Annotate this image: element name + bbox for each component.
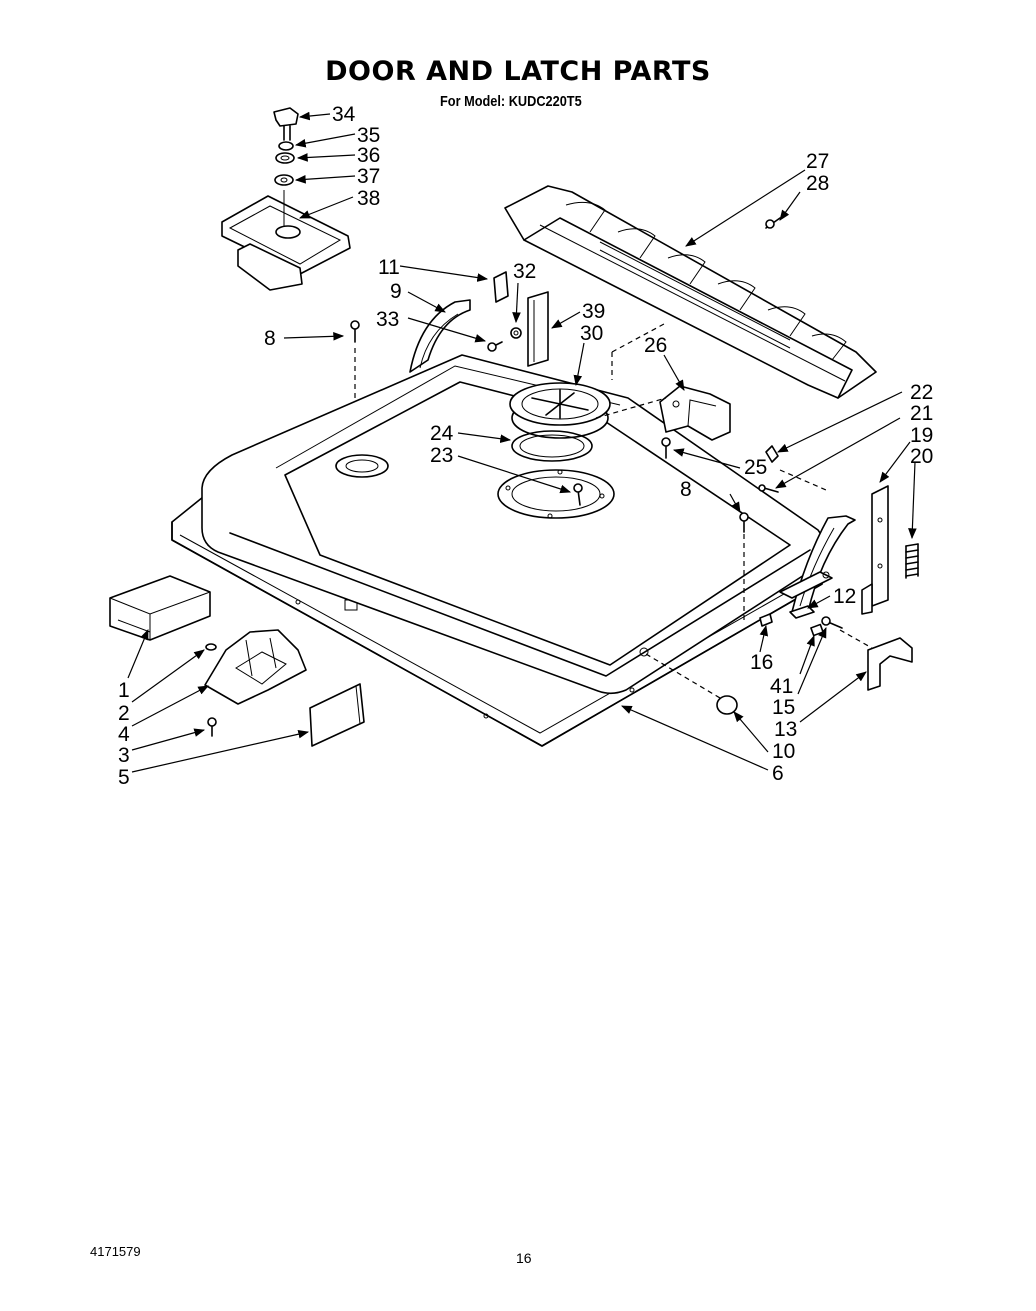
page-title: DOOR AND LATCH PARTS — [325, 56, 711, 87]
page-number: 16 — [516, 1250, 532, 1266]
callout-4: 4 — [118, 723, 130, 746]
hinge-assembly-4 — [204, 629, 307, 705]
callout-26: 26 — [644, 334, 667, 357]
clip-41 — [810, 623, 824, 637]
callout-28: 28 — [806, 172, 829, 195]
callout-39: 39 — [582, 300, 605, 323]
assembly-lines — [354, 323, 873, 699]
callout-22: 22 — [910, 381, 933, 404]
mounting-ring-23 — [497, 469, 615, 519]
screw-25 — [661, 437, 671, 459]
callout-6: 6 — [772, 762, 784, 785]
screw-21 — [758, 484, 779, 493]
washer-37 — [274, 174, 294, 186]
gasket-24 — [511, 430, 593, 462]
screw-8-right — [739, 512, 749, 533]
latch-cam-26 — [659, 385, 731, 441]
callout-19: 19 — [910, 424, 933, 447]
callout-25: 25 — [744, 456, 767, 479]
bracket-39 — [527, 291, 549, 367]
callout-9: 9 — [390, 280, 402, 303]
callout-32: 32 — [513, 260, 536, 283]
right-hinge-arm — [779, 515, 856, 613]
callout-30: 30 — [580, 322, 603, 345]
washer-2 — [205, 643, 217, 651]
spring-36 — [275, 152, 295, 164]
callout-10: 10 — [772, 740, 795, 763]
latch-bracket-19 — [861, 485, 889, 615]
vent-cover — [504, 185, 877, 399]
callout-15: 15 — [772, 696, 795, 719]
callout-20: 20 — [910, 445, 933, 468]
callout-41: 41 — [770, 675, 793, 698]
screw-8-left — [350, 320, 360, 343]
callout-13: 13 — [774, 718, 797, 741]
screw-33 — [487, 341, 503, 352]
callout-38: 38 — [357, 187, 380, 210]
screw-28 — [765, 217, 781, 229]
hinge-cover-1 — [109, 575, 211, 641]
nut-35 — [278, 141, 294, 151]
callout-37: 37 — [357, 165, 380, 188]
leader-lines — [127, 111, 917, 773]
shield-5 — [309, 683, 365, 747]
callout-21: 21 — [910, 402, 933, 425]
fill-cap-30 — [509, 382, 611, 439]
latch-housing-38 — [221, 190, 351, 291]
callout-1: 1 — [118, 679, 130, 702]
hinge-spacer-11 — [493, 271, 509, 303]
strike-pin-12 — [789, 605, 815, 619]
screw-15 — [821, 616, 843, 629]
callout-8-left: 8 — [264, 327, 276, 350]
document-number: 4171579 — [90, 1244, 141, 1259]
washer-32 — [510, 327, 522, 339]
spring-20 — [905, 543, 919, 579]
callout-12: 12 — [833, 585, 856, 608]
spring-clip-22 — [765, 445, 779, 463]
callout-33: 33 — [376, 308, 399, 331]
callout-2: 2 — [118, 702, 130, 725]
callout-27: 27 — [806, 150, 829, 173]
latch-knob-34 — [273, 107, 299, 141]
callout-3: 3 — [118, 744, 130, 767]
callout-labels: 34 35 36 37 38 11 9 32 33 8 39 30 27 28 … — [118, 103, 933, 789]
callout-16: 16 — [750, 651, 773, 674]
callout-8-right: 8 — [680, 478, 692, 501]
callout-5: 5 — [118, 766, 130, 789]
mounting-bracket-13 — [867, 637, 913, 691]
callout-11: 11 — [378, 256, 400, 279]
callout-36: 36 — [357, 144, 380, 167]
callout-24: 24 — [430, 422, 454, 445]
spacer-16 — [759, 613, 773, 627]
plug-10 — [639, 647, 738, 715]
callout-23: 23 — [430, 444, 453, 467]
screw-3 — [207, 717, 217, 737]
left-hinge-arm — [409, 299, 471, 373]
model-subtitle: For Model: KUDC220T5 — [440, 93, 582, 110]
callout-34: 34 — [332, 103, 356, 126]
callout-35: 35 — [357, 124, 380, 147]
